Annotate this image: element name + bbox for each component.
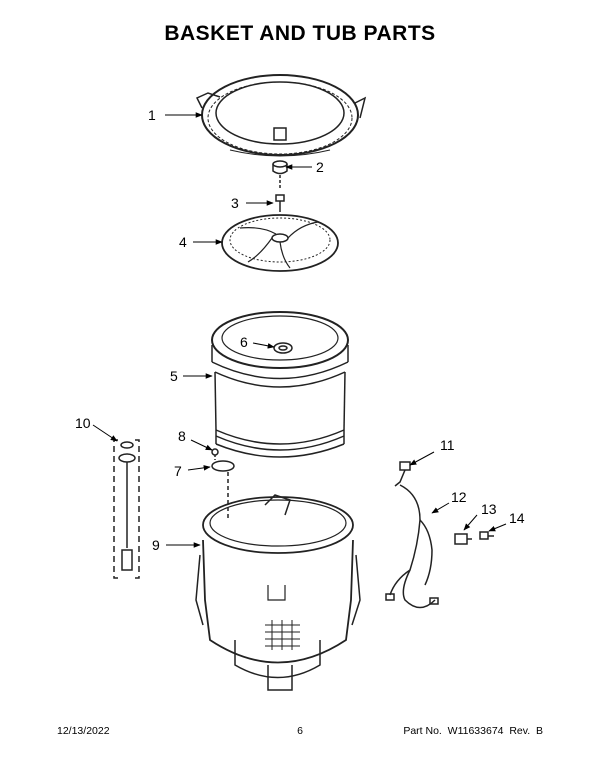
callout-13: 13 [481,501,497,517]
callout-11: 11 [440,437,455,453]
part-6-hub-nut [273,342,293,354]
callout-1: 1 [148,107,156,123]
footer-part-number: Part No. W11633674 Rev. B [403,725,543,737]
callout-12: 12 [451,489,467,505]
callout-8: 8 [178,428,186,444]
footer-date: 12/13/2022 [57,725,110,737]
callout-3: 3 [231,195,239,211]
part-9-outer-tub [195,494,361,691]
callout-14: 14 [509,510,525,526]
part-12-wire-harness [385,484,439,609]
footer-page-number: 6 [297,725,303,737]
page-title: BASKET AND TUB PARTS [164,22,436,45]
part-2-cap [272,160,288,175]
callout-9: 9 [152,537,160,553]
leader-lines [92,112,507,548]
part-13-connector [454,533,472,545]
part-14-clip [479,531,494,540]
part-1-balance-ring [195,74,367,157]
part-3-bolt [275,175,285,212]
callout-7: 7 [174,463,182,479]
callout-2: 2 [316,159,324,175]
part-4-impeller [221,214,339,272]
callout-10: 10 [75,415,91,431]
part-5-wash-basket [211,311,349,458]
part-7-seal [211,460,235,518]
part-11-sensor [394,461,411,487]
part-10-suspension-rod [113,439,140,579]
callout-4: 4 [179,234,187,250]
part-8-screw [211,448,219,460]
callout-6: 6 [240,334,248,350]
callout-5: 5 [170,368,178,384]
